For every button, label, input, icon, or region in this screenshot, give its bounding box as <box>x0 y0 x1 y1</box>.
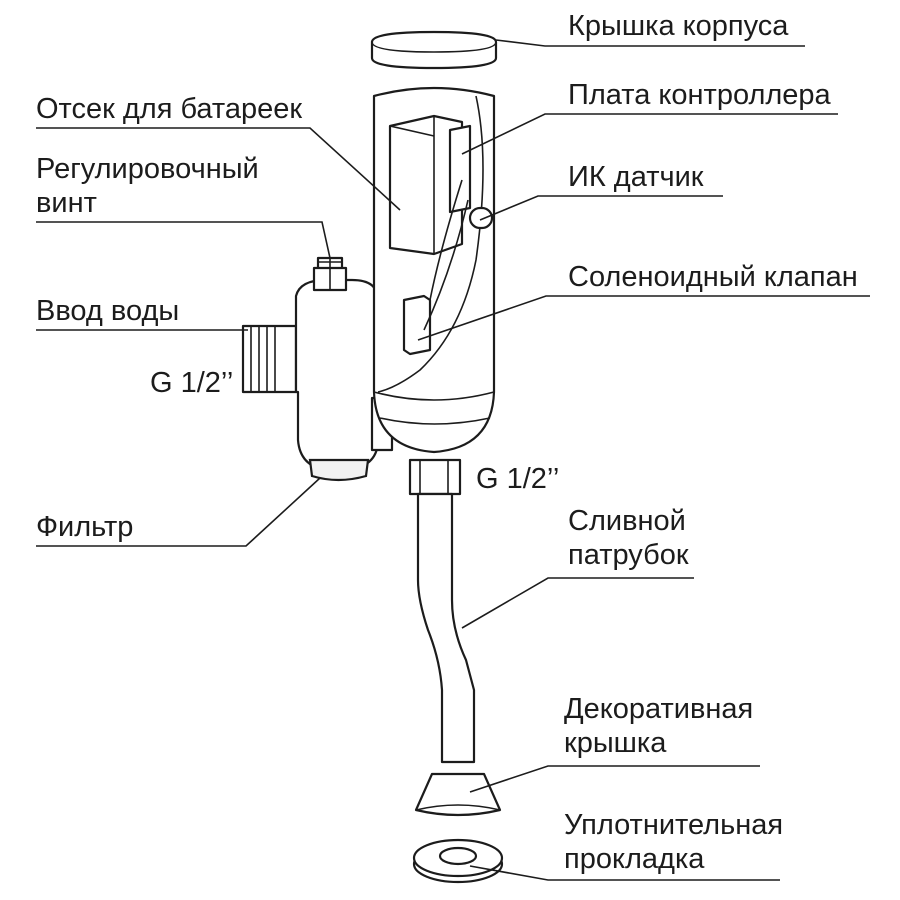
label-outlet-thread: G 1/2’’ <box>476 463 559 495</box>
label-battery-compartment: Отсек для батареек <box>36 93 302 125</box>
main-housing <box>372 86 496 454</box>
label-water-inlet: Ввод воды <box>36 295 179 327</box>
seal-gasket <box>412 838 504 884</box>
label-adjusting-screw-line1: Регулировочный <box>36 153 259 185</box>
label-decorative-cap-line1: Декоративная <box>564 693 753 725</box>
label-seal-gasket-line1: Уплотнительная <box>564 809 783 841</box>
label-filter: Фильтр <box>36 511 133 543</box>
water-inlet-body <box>241 256 394 482</box>
label-adjusting-screw-line2: винт <box>36 187 97 219</box>
decorative-cap <box>414 772 502 817</box>
labels: Крышка корпуса Плата контроллера ИК датч… <box>36 10 858 875</box>
label-seal-gasket-line2: прокладка <box>564 843 705 875</box>
label-inlet-thread: G 1/2’’ <box>150 367 233 399</box>
drain-pipe <box>408 458 476 764</box>
housing-cover <box>370 30 498 70</box>
label-drain-pipe-line2: патрубок <box>568 539 689 571</box>
leader-lines <box>36 39 870 881</box>
label-housing-cover: Крышка корпуса <box>568 10 789 42</box>
label-ir-sensor: ИК датчик <box>568 161 704 193</box>
label-controller-board: Плата контроллера <box>568 79 832 111</box>
label-solenoid-valve: Соленоидный клапан <box>568 261 858 293</box>
label-decorative-cap-line2: крышка <box>564 727 667 759</box>
label-drain-pipe-line1: Сливной <box>568 505 686 537</box>
